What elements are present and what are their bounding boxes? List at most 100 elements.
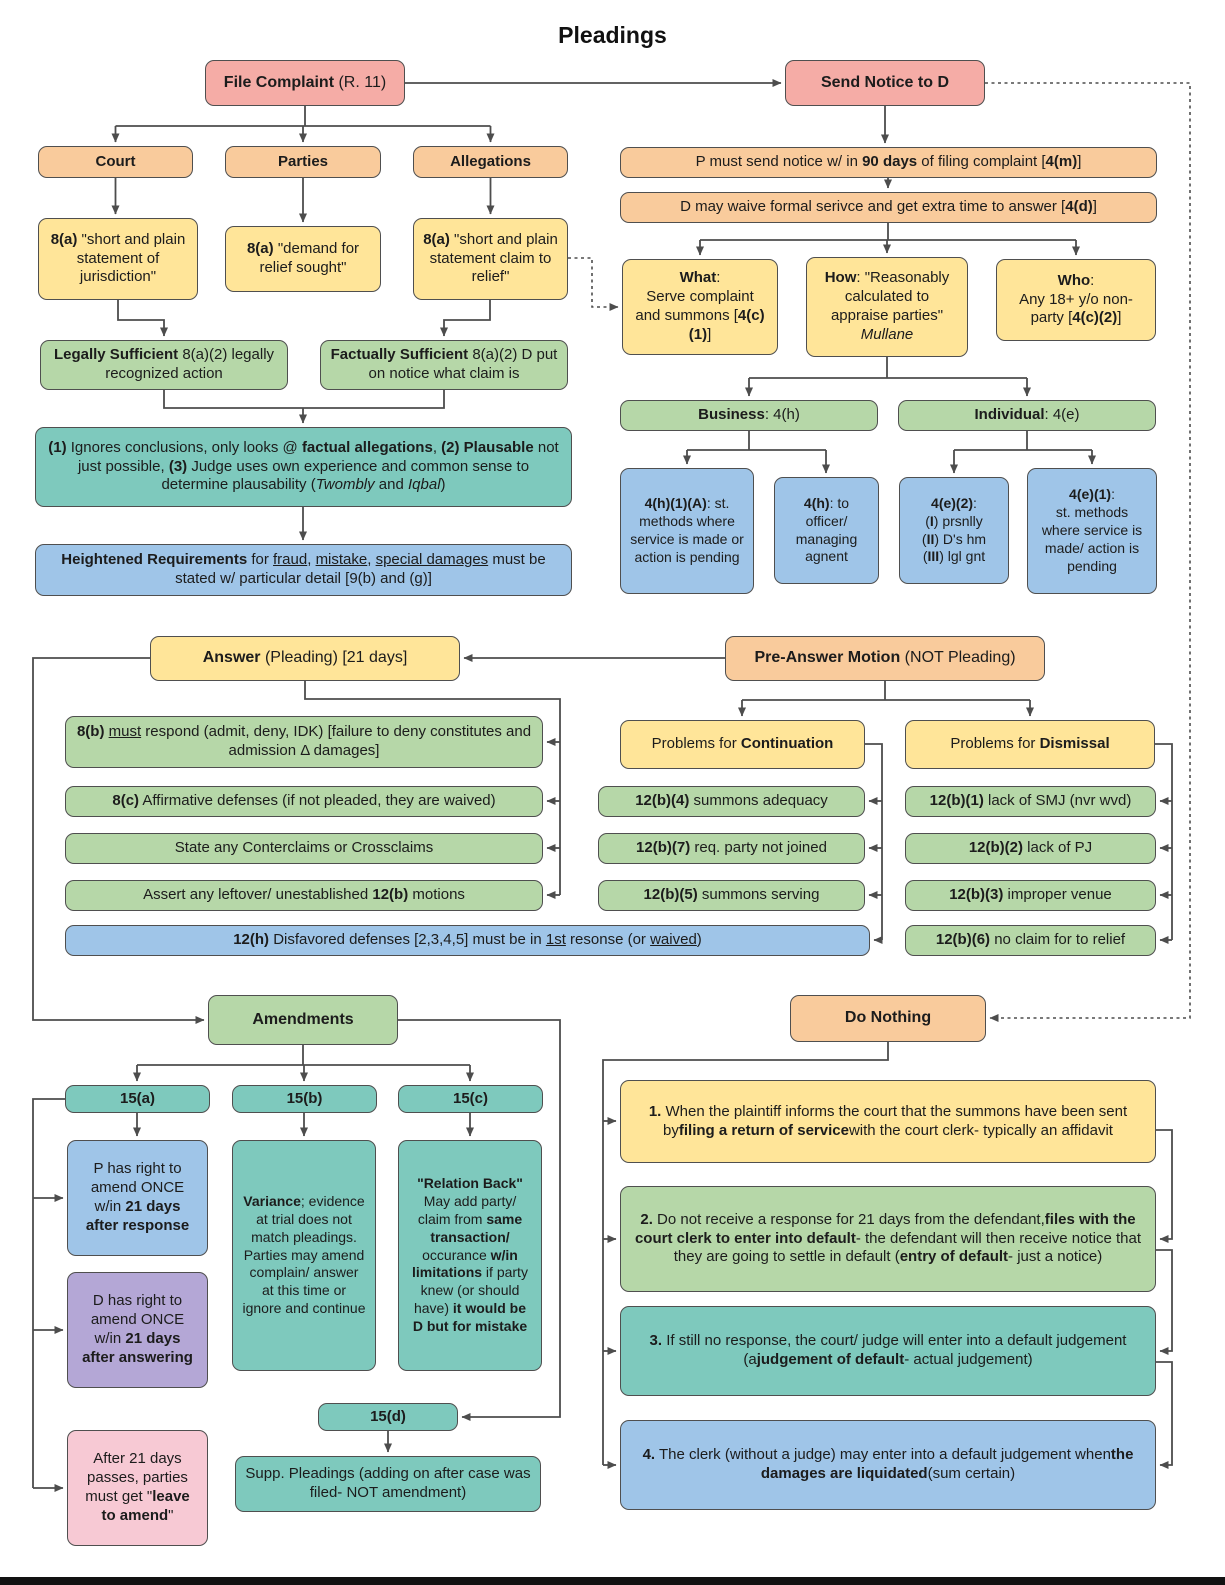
jurisdiction-label: 8(a) "short and plain statement of juris…: [50, 230, 186, 286]
default-step2-node: 2. Do not receive a response for 21 days…: [620, 1186, 1156, 1292]
rule-8b-label: 8(b) must respond (admit, deny, IDK) [fa…: [76, 723, 532, 759]
default-step4-label: 4. The clerk (without a judge) may enter…: [642, 1446, 1134, 1482]
page-title: Pleadings: [558, 22, 667, 48]
rule-4h1a-node: 4(h)(1)(A): st. methods where service is…: [620, 468, 754, 594]
what-label: What:Serve complaint and summons [4(c)(1…: [635, 269, 765, 343]
supp-pleadings-label: Supp. Pleadings (adding on after case wa…: [245, 1465, 531, 1501]
rule-12b6-node: 12(b)(6) no claim for to relief: [905, 925, 1156, 956]
rule-12b4-node: 12(b)(4) summons adequacy: [598, 786, 865, 817]
pre-answer-motion-label: Pre-Answer Motion (NOT Pleading): [754, 649, 1016, 667]
supp-pleadings-node: Supp. Pleadings (adding on after case wa…: [235, 1456, 541, 1512]
rule-4e2-label: 4(e)(2):(I) prsnlly(II) D's hm(III) lgl …: [921, 494, 987, 565]
rule-12b7-node: 12(b)(7) req. party not joined: [598, 833, 865, 864]
rule-12b1-node: 12(b)(1) lack of SMJ (nvr wvd): [905, 786, 1156, 817]
rule-15a-header: 15(a): [65, 1085, 210, 1113]
leftover-motions-label: Assert any leftover/ unestablished 12(b)…: [143, 886, 465, 904]
individual-node: Individual: 4(e): [898, 400, 1156, 431]
default-step1-node: 1. When the plaintiff informs the court …: [620, 1080, 1156, 1163]
parties-label: Parties: [277, 152, 329, 170]
rule-15a-label: 15(a): [119, 1089, 156, 1107]
counterclaims-label: State any Conterclaims or Crossclaims: [174, 839, 434, 857]
amendments-label: Amendments: [252, 1010, 354, 1028]
factually-sufficient-label: Factually Sufficient 8(a)(2) D put on no…: [330, 346, 558, 382]
how-label: How: "Reasonably calculated to appraise …: [824, 269, 950, 343]
jurisdiction-node: 8(a) "short and plain statement of juris…: [38, 218, 198, 300]
amendments-node: Amendments: [208, 995, 398, 1045]
heightened-requirements-label: Heightened Requirements for fraud, mista…: [61, 551, 546, 587]
send-notice-node: Send Notice to D: [785, 60, 985, 106]
plausibility-label: (1) Ignores conclusions, only looks @ fa…: [48, 438, 559, 494]
rule-12h-node: 12(h) Disfavored defenses [2,3,4,5] must…: [65, 925, 870, 956]
court-node: Court: [38, 146, 193, 178]
rule-12b2-node: 12(b)(2) lack of PJ: [905, 833, 1156, 864]
legally-sufficient-node: Legally Sufficient 8(a)(2) legally recog…: [40, 340, 288, 390]
rule-15c-label: 15(c): [452, 1089, 489, 1107]
individual-label: Individual: 4(e): [974, 406, 1080, 424]
rule-8c-label: 8(c) Affirmative defenses (if not pleade…: [112, 792, 496, 810]
heightened-requirements-node: Heightened Requirements for fraud, mista…: [35, 544, 572, 596]
factually-sufficient-node: Factually Sufficient 8(a)(2) D put on no…: [320, 340, 568, 390]
claim-relief-node: 8(a) "short and plain statement claim to…: [413, 218, 568, 300]
claim-relief-label: 8(a) "short and plain statement claim to…: [423, 230, 558, 286]
rule-4e2-node: 4(e)(2):(I) prsnlly(II) D's hm(III) lgl …: [899, 477, 1009, 584]
variance-label: Variance; evidence at trial does not mat…: [242, 1192, 366, 1317]
rule-4h-label: 4(h): to officer/ managing agnent: [795, 494, 858, 565]
problems-continuation-label: Problems for Continuation: [651, 735, 834, 753]
relation-back-node: "Relation Back" May add party/ claim fro…: [398, 1140, 542, 1371]
rule-12b5-node: 12(b)(5) summons serving: [598, 880, 865, 911]
rule-12h-label: 12(h) Disfavored defenses [2,3,4,5] must…: [233, 931, 702, 949]
send-notice-label: Send Notice to D: [820, 73, 949, 91]
p-amend-node: P has right to amend ONCE w/in 21 days a…: [67, 1140, 208, 1256]
pre-answer-motion-node: Pre-Answer Motion (NOT Pleading): [725, 636, 1045, 681]
do-nothing-node: Do Nothing: [790, 995, 986, 1042]
problems-dismissal-label: Problems for Dismissal: [950, 735, 1110, 753]
rule-8b-node: 8(b) must respond (admit, deny, IDK) [fa…: [65, 716, 543, 768]
rule-12b7-label: 12(b)(7) req. party not joined: [636, 839, 827, 857]
rule-12b4-label: 12(b)(4) summons adequacy: [635, 792, 828, 810]
default-step2-label: 2. Do not receive a response for 21 days…: [634, 1210, 1142, 1266]
legally-sufficient-label: Legally Sufficient 8(a)(2) legally recog…: [53, 346, 275, 382]
relief-sought-node: 8(a) "demand for relief sought": [225, 226, 381, 292]
rule-4h1a-label: 4(h)(1)(A): st. methods where service is…: [630, 495, 744, 565]
rule-15b-label: 15(b): [286, 1089, 323, 1107]
rule-15c-header: 15(c): [398, 1085, 543, 1113]
default-step4-node: 4. The clerk (without a judge) may enter…: [620, 1420, 1156, 1510]
relief-sought-label: 8(a) "demand for relief sought": [246, 240, 360, 276]
plausibility-node: (1) Ignores conclusions, only looks @ fa…: [35, 427, 572, 507]
variance-node: Variance; evidence at trial does not mat…: [232, 1140, 376, 1371]
rule-12b6-label: 12(b)(6) no claim for to relief: [935, 931, 1126, 949]
default-step1-label: 1. When the plaintiff informs the court …: [648, 1102, 1128, 1139]
rule-12b2-label: 12(b)(2) lack of PJ: [968, 839, 1093, 857]
file-complaint-node: File Complaint (R. 11): [205, 60, 405, 106]
how-node: How: "Reasonably calculated to appraise …: [806, 257, 968, 357]
counterclaims-node: State any Conterclaims or Crossclaims: [65, 833, 543, 864]
rule-12b3-label: 12(b)(3) improper venue: [949, 886, 1112, 904]
file-complaint-label: File Complaint (R. 11): [223, 73, 387, 91]
default-step3-label: 3. If still no response, the court/ judg…: [649, 1332, 1127, 1368]
problems-continuation-node: Problems for Continuation: [620, 720, 865, 769]
leave-to-amend-label: After 21 days passes, parties must get "…: [85, 1450, 190, 1524]
relation-back-label: "Relation Back" May add party/ claim fro…: [412, 1174, 528, 1335]
rule-12b3-node: 12(b)(3) improper venue: [905, 880, 1156, 911]
rule-15b-header: 15(b): [232, 1085, 377, 1113]
notice-90-days-node: P must send notice w/ in 90 days of fili…: [620, 147, 1157, 178]
court-label: Court: [95, 152, 136, 170]
bottom-edge-bar: [0, 1577, 1225, 1585]
rule-8c-node: 8(c) Affirmative defenses (if not pleade…: [65, 786, 543, 817]
default-step3-node: 3. If still no response, the court/ judg…: [620, 1306, 1156, 1396]
d-amend-node: D has right to amend ONCE w/in 21 days a…: [67, 1272, 208, 1388]
rule-12b5-label: 12(b)(5) summons serving: [643, 886, 820, 904]
allegations-node: Allegations: [413, 146, 568, 178]
what-node: What:Serve complaint and summons [4(c)(1…: [622, 259, 778, 355]
waive-service-node: D may waive formal serivce and get extra…: [620, 192, 1157, 223]
answer-label: Answer (Pleading) [21 days]: [202, 649, 408, 667]
waive-service-label: D may waive formal serivce and get extra…: [680, 198, 1097, 216]
rule-4h-node: 4(h): to officer/ managing agnent: [774, 477, 879, 584]
rule-15d-header: 15(d): [318, 1403, 458, 1431]
allegations-label: Allegations: [450, 152, 531, 170]
rule-4e1-label: 4(e)(1):st. methods where service is mad…: [1041, 486, 1143, 574]
who-label: Who:Any 18+ y/o non-party [4(c)(2)]: [1019, 271, 1133, 327]
business-node: Business: 4(h): [620, 400, 878, 431]
rule-15d-label: 15(d): [370, 1407, 406, 1425]
